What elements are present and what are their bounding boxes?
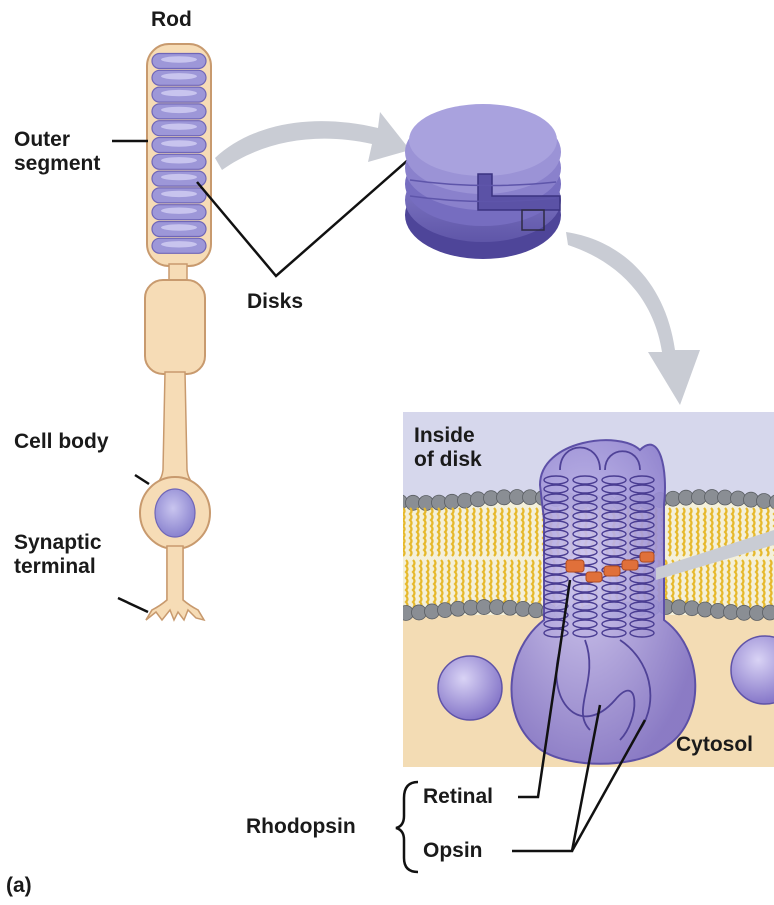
rod-disk xyxy=(152,205,206,220)
label-inside-of-disk: Inside of disk xyxy=(414,424,482,472)
disk-stack-closeup xyxy=(405,104,561,259)
label-rhodopsin: Rhodopsin xyxy=(246,815,356,839)
label-retinal: Retinal xyxy=(423,785,493,809)
rod-disk xyxy=(152,238,206,253)
label-panel: (a) xyxy=(6,874,32,898)
rod-disk xyxy=(152,54,206,69)
inner-segment xyxy=(145,280,205,374)
nucleus xyxy=(155,489,195,537)
label-outer-segment: Outer segment xyxy=(14,128,100,176)
rod-disk xyxy=(152,121,206,136)
rod-disk xyxy=(152,154,206,169)
label-disks: Disks xyxy=(247,290,303,314)
arrow-disk-to-membrane xyxy=(566,232,700,405)
label-cell-body: Cell body xyxy=(14,430,109,454)
label-opsin: Opsin xyxy=(423,839,483,863)
membrane-protein-left xyxy=(438,656,502,720)
rod-disk xyxy=(152,104,206,119)
rod-disk xyxy=(152,188,206,203)
rod-disk xyxy=(152,222,206,237)
rod-disk xyxy=(152,138,206,153)
label-synaptic-terminal: Synaptic terminal xyxy=(14,531,102,579)
rod-disk xyxy=(152,87,206,102)
arrow-rod-to-disks xyxy=(215,112,410,170)
label-cytosol: Cytosol xyxy=(676,733,753,757)
label-rod: Rod xyxy=(151,8,192,32)
rod-disk xyxy=(152,70,206,85)
